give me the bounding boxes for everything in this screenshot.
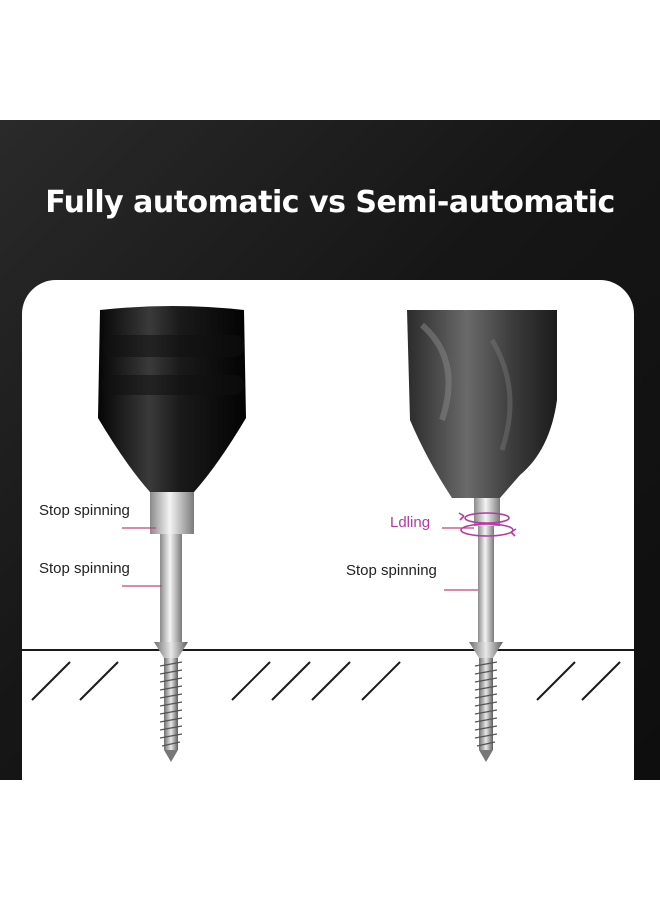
headline: Fully automatic vs Semi-automatic: [45, 185, 615, 220]
comparison-banner: Fully automatic vs Semi-automatic: [0, 120, 660, 780]
left-drill-body: [98, 306, 246, 492]
illustration-panel: Stop spinning Stop spinning Ldling Stop …: [22, 280, 634, 780]
left-screw: [154, 642, 188, 762]
left-upper-stop-label: Stop spinning: [39, 502, 130, 519]
leader-lines: [122, 527, 478, 591]
drill-comparison-illustration: [22, 306, 634, 762]
left-bit: [160, 534, 182, 644]
right-drill-body: [407, 310, 557, 498]
left-chuck: [150, 492, 194, 534]
right-chuck: [474, 498, 500, 526]
left-lower-stop-label: Stop spinning: [39, 560, 130, 577]
right-drill: [407, 310, 557, 644]
right-screw: [469, 642, 503, 762]
right-bit: [478, 526, 494, 644]
left-drill: [98, 306, 246, 644]
ground: [22, 649, 634, 701]
rotation-arrows-icon: [458, 512, 517, 537]
right-lower-stop-label: Stop spinning: [346, 562, 437, 579]
right-idling-label: Ldling: [390, 514, 431, 531]
